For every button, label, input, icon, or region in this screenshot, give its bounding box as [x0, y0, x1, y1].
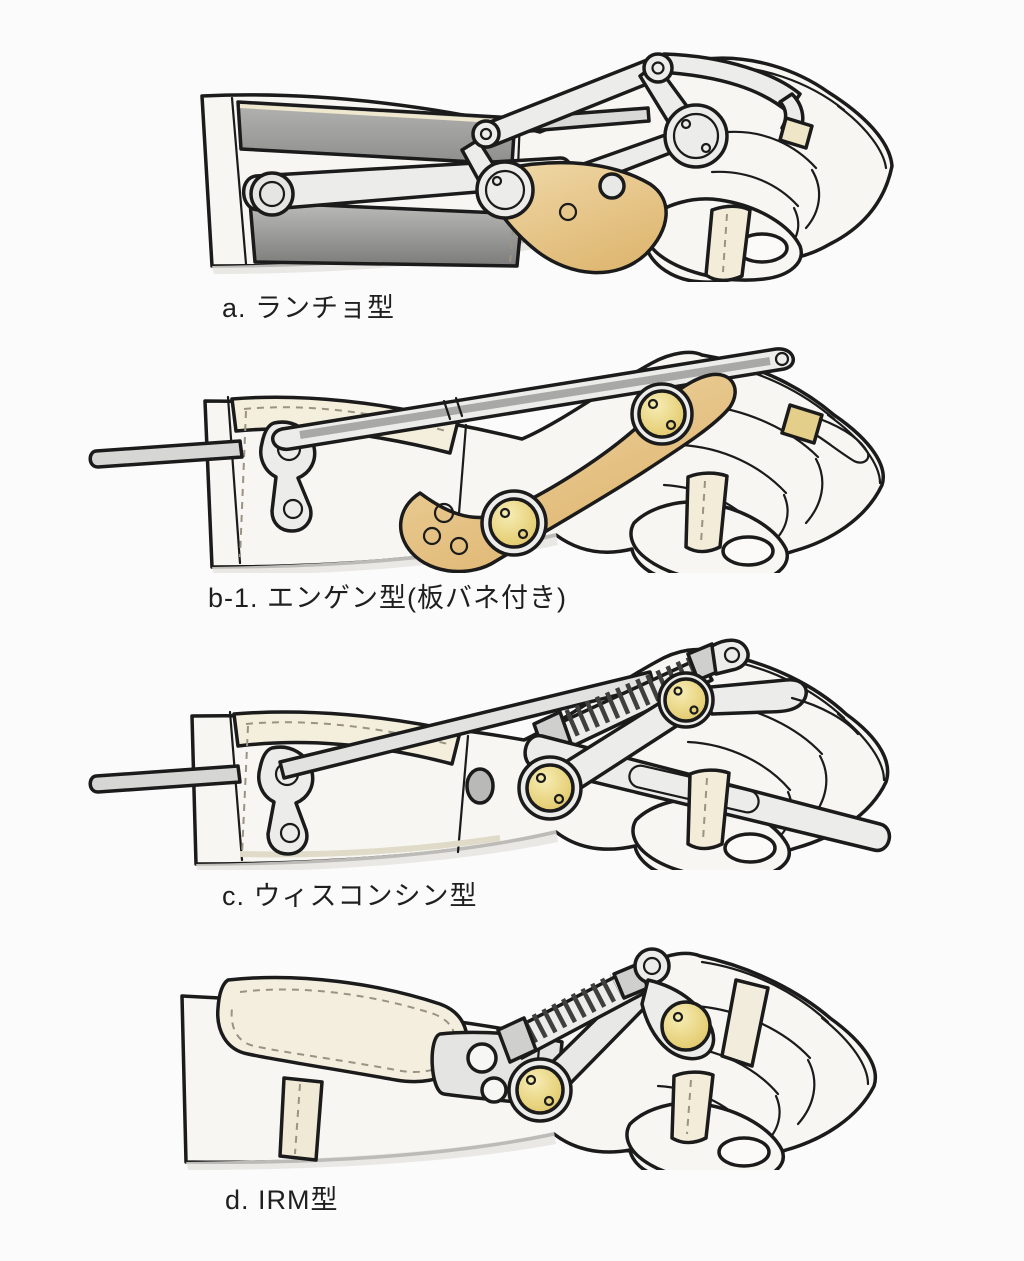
caption-figure-b: b-1. エンゲン型(板バネ付き): [208, 583, 568, 613]
thumb-strap: [670, 1070, 715, 1145]
palmar-support: [475, 160, 668, 275]
figure-a-rancho-illustration: [0, 14, 1024, 282]
finger-ring: [780, 403, 824, 445]
thumb-strap: [686, 768, 731, 851]
caption-figure-a: a. ランチョ型: [222, 293, 396, 323]
spring-assembly: [496, 947, 770, 1123]
finger-wire: [814, 417, 870, 464]
forearm-cuff: [230, 96, 524, 268]
forearm-leather-pad: [216, 975, 469, 1162]
forearm-cuff: [228, 710, 501, 862]
figure-c-wisconsin-illustration: [0, 628, 1024, 870]
leaf-spring: [271, 347, 795, 451]
tan-palmar-band: [398, 372, 737, 573]
caption-figure-d: d. IRM型: [225, 1185, 339, 1215]
wrist-pivot-plate: [88, 420, 317, 533]
finger-strap: [778, 116, 814, 150]
figure-b-engen-illustration: [0, 335, 1024, 573]
figure-d-irm-illustration: [0, 938, 1024, 1170]
caption-figure-c: c. ウィスコンシン型: [222, 881, 478, 911]
thumb-strap: [704, 204, 752, 282]
thumb-strap: [684, 471, 729, 554]
